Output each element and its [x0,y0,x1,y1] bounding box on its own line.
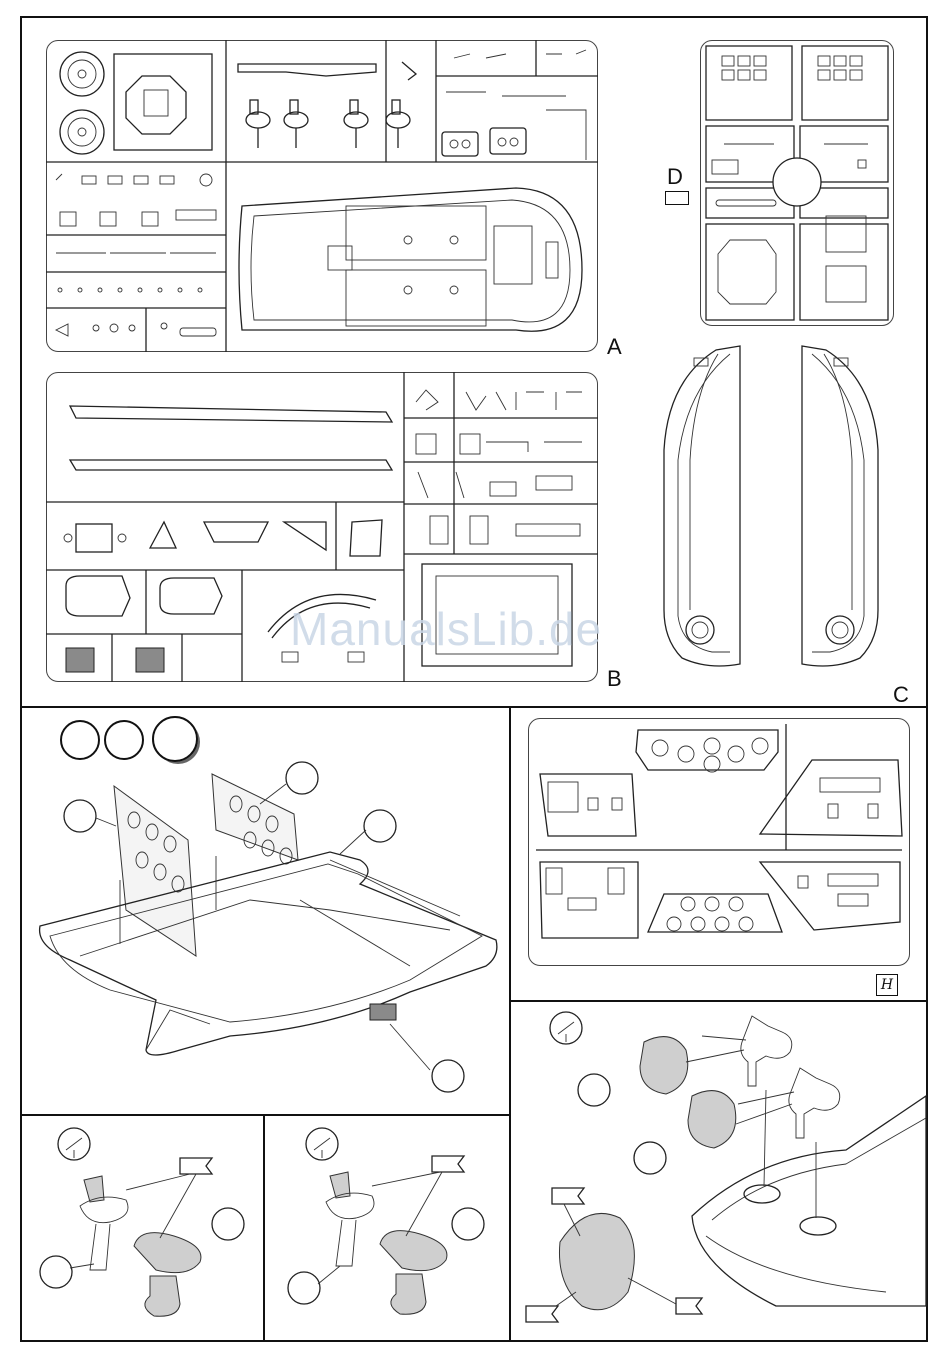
vertical-divider-small [263,1114,265,1342]
sprue-a-parts [46,40,598,352]
sprue-d-parts [700,40,894,326]
clock-icon [152,716,198,762]
watermark: ManualsLib.de [290,602,602,656]
step-figure-left [30,1120,260,1334]
bottom-section-divider [510,1000,928,1002]
sprue-label-d: D [667,164,683,190]
glue-icon [60,720,100,760]
brand-logo: H [876,974,898,996]
step-figure-right [516,1006,926,1336]
paint-brush-icon [104,720,144,760]
step-figure-middle [272,1120,506,1334]
hull-assembly-drawing [30,760,500,1100]
sprue-label-b: B [607,666,622,692]
sprue-label-a: A [607,334,622,360]
vertical-divider-main [509,1000,511,1342]
sprue-e-parts [528,718,910,966]
bottom-left-divider [20,1114,511,1116]
hull-halves-c [660,340,900,676]
sprue-d-key-box [665,191,689,205]
sprue-label-c: C [893,682,909,708]
